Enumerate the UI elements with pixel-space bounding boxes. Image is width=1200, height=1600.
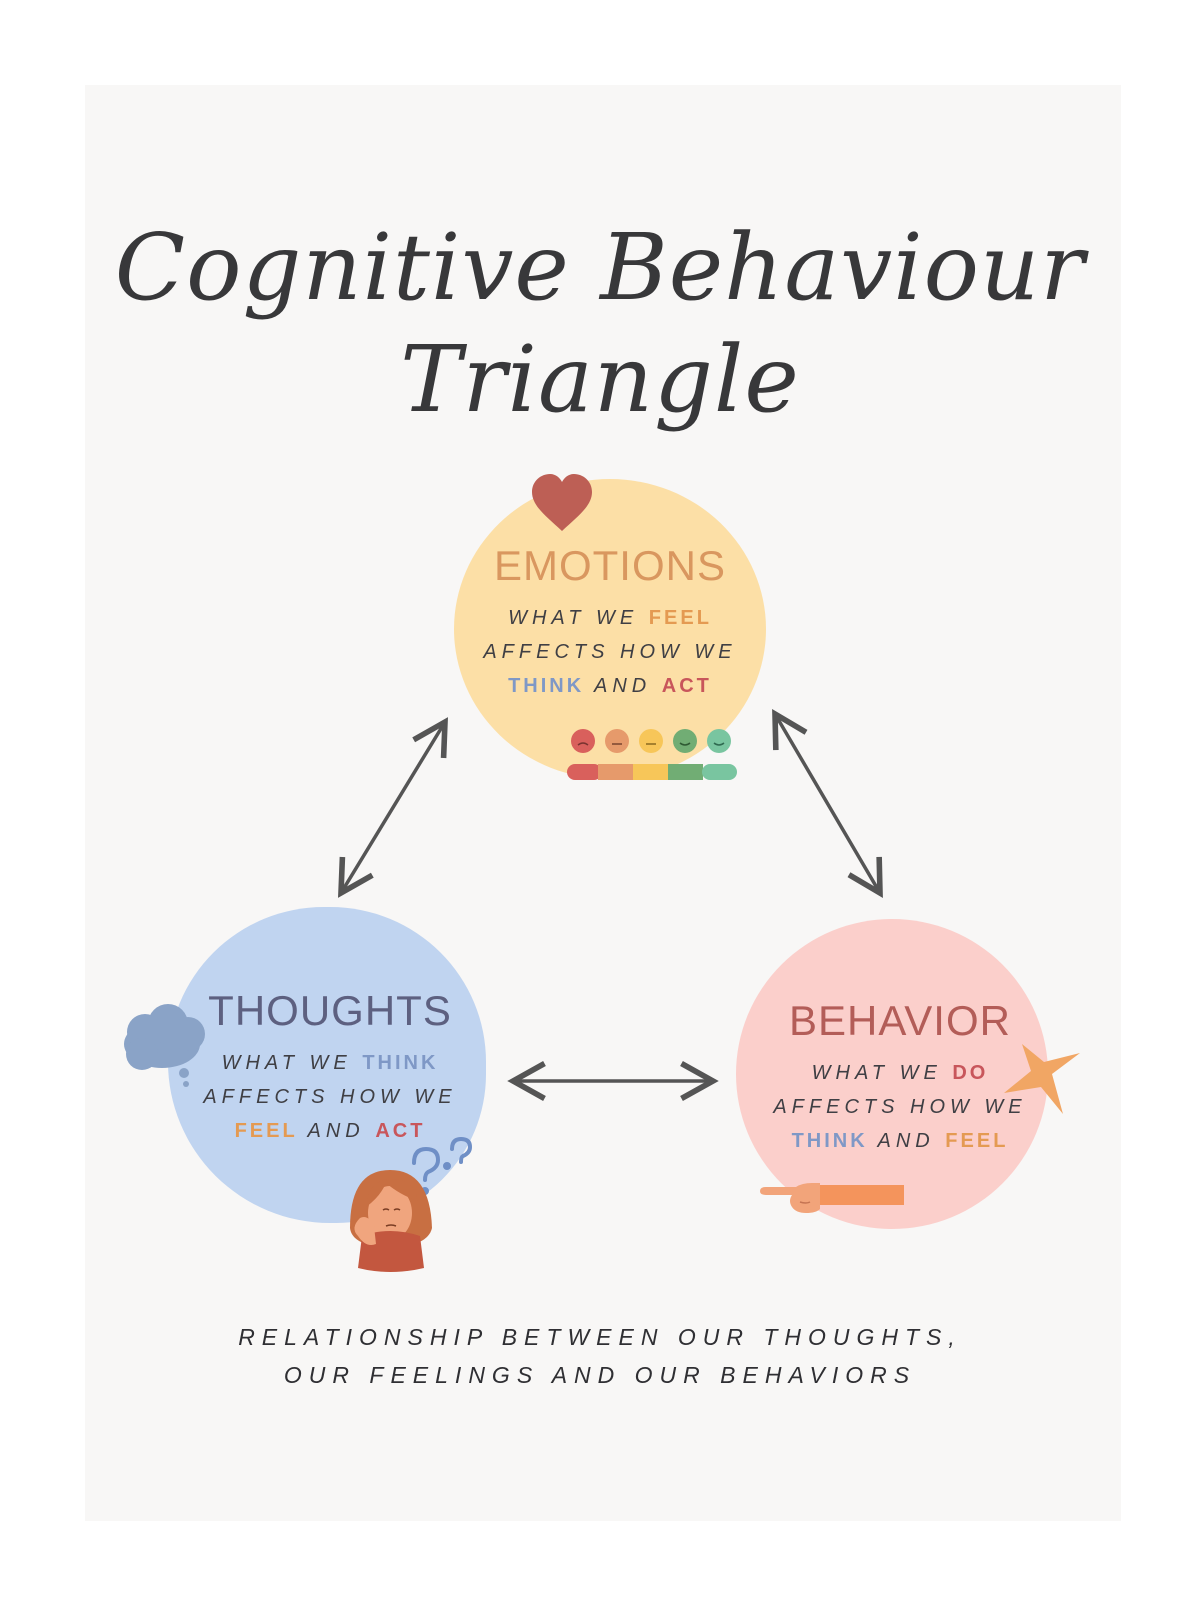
behavior-kw-do: DO [952,1062,989,1084]
thoughts-line-1: WHAT WE THINK [180,1046,480,1080]
emotions-kw-think: THINK [508,675,585,697]
behavior-node: BEHAVIOR WHAT WE DO AFFECTS HOW WE THINK… [760,1000,1040,1158]
thoughts-kw-act: ACT [375,1120,426,1142]
poster-background [85,85,1121,1521]
emotions-kw-feel: FEEL [648,607,712,629]
emotions-text-what-we: WHAT WE [508,607,649,629]
emotions-node: EMOTIONS WHAT WE FEEL AFFECTS HOW WE THI… [454,545,766,703]
thoughts-title: THOUGHTS [208,987,452,1034]
emotions-line-1: WHAT WE FEEL [454,601,766,635]
behavior-title: BEHAVIOR [789,997,1011,1044]
behavior-line-3: THINK AND FEEL [760,1124,1040,1158]
heart-icon [532,474,592,531]
thoughts-text-and: AND [297,1120,376,1142]
behavior-text-what-we: WHAT WE [811,1062,953,1084]
caption-line-2: OUR FEELINGS AND OUR BEHAVIORS [283,1362,917,1388]
page-title-line-1: Cognitive Behaviour [114,214,1086,321]
emotions-kw-act: ACT [661,675,712,697]
thoughts-line-2: AFFECTS HOW WE [203,1086,457,1108]
behavior-kw-feel: FEEL [945,1130,1009,1152]
behavior-line-2: AFFECTS HOW WE [773,1096,1027,1118]
behavior-text-and: AND [867,1130,946,1152]
emotions-line-3: THINK AND ACT [454,669,766,703]
caption-line-1: RELATIONSHIP BETWEEN OUR THOUGHTS, [238,1324,962,1350]
emotions-line-2: AFFECTS HOW WE [483,641,737,663]
emotions-text-and: AND [584,675,662,697]
mood-scale-icon [567,729,737,780]
behavior-circle [736,919,1048,1229]
page-title-line-2: Triangle [400,326,800,433]
emotions-title: EMOTIONS [493,542,726,589]
behavior-kw-think: THINK [791,1130,868,1152]
starburst-icon [1004,1044,1080,1114]
arrow-emotions-behavior [772,709,883,898]
thoughts-text-what-we: WHAT WE [221,1052,363,1074]
arrow-emotions-thoughts [338,717,448,898]
thought-cloud-icon [124,1004,205,1087]
thoughts-node: THOUGHTS WHAT WE THINK AFFECTS HOW WE FE… [180,990,480,1148]
pointing-hand-icon [760,1183,904,1213]
thoughts-line-3: FEEL AND ACT [180,1114,480,1148]
emotions-circle [454,479,766,779]
behavior-line-1: WHAT WE DO [760,1056,1040,1090]
thoughts-kw-feel: FEEL [234,1120,298,1142]
thinking-person-icon [350,1170,432,1272]
thoughts-kw-think: THINK [362,1052,439,1074]
